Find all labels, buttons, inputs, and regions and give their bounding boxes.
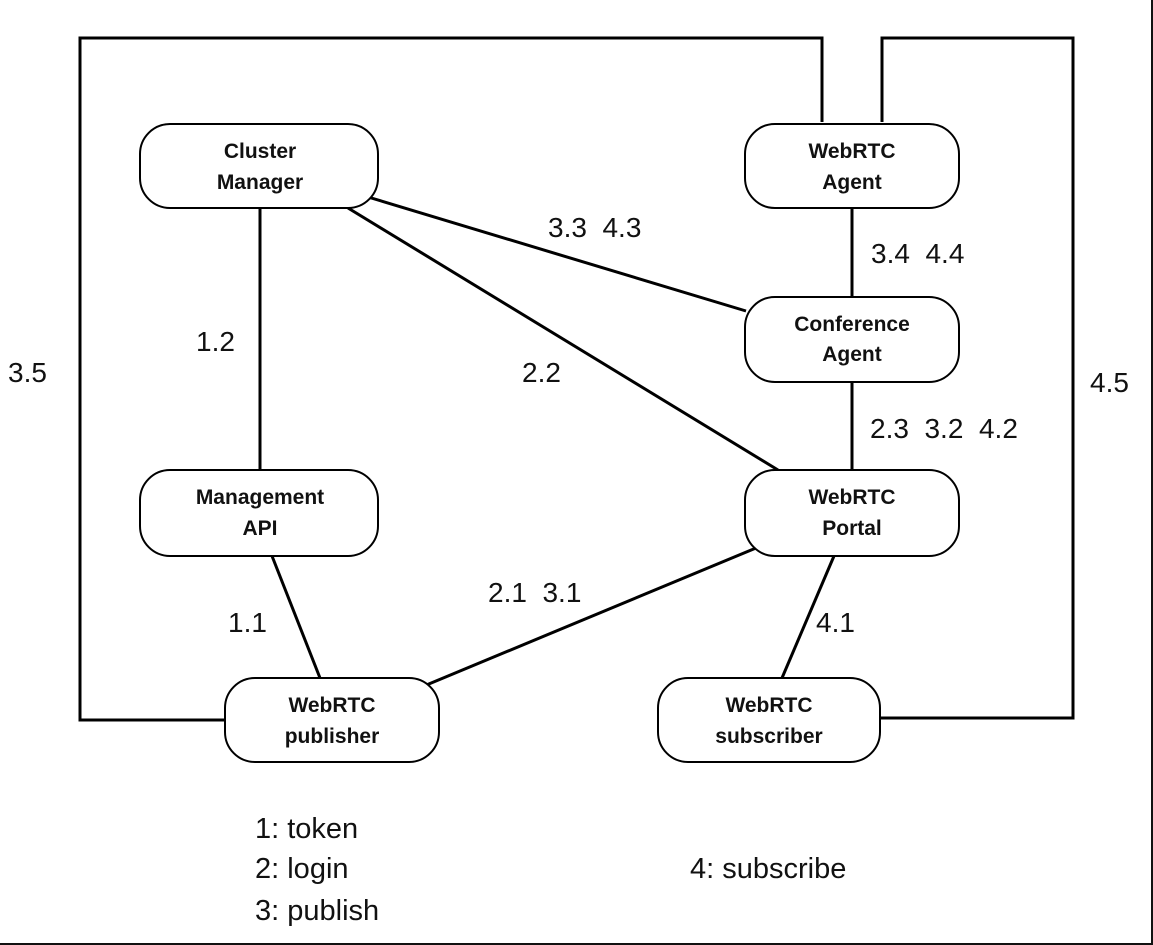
edge-right-loop <box>880 36 1075 720</box>
node-webrtc-subscriber: WebRTC subscriber <box>657 677 881 763</box>
legend-token: 1: token <box>255 813 358 845</box>
node-label: Portal <box>822 517 882 540</box>
node-label: Conference <box>794 313 910 336</box>
edge-portal-sub <box>780 555 836 679</box>
edge-label-portal-sub: 4.1 <box>816 607 855 638</box>
node-label: publisher <box>285 725 380 748</box>
edge-label-conf-portal: 2.3 3.2 4.2 <box>870 413 1018 444</box>
edge-label-agent-conf: 3.4 4.4 <box>871 238 964 269</box>
node-webrtc-publisher: WebRTC publisher <box>224 677 440 763</box>
edge-left-loop <box>78 36 824 722</box>
edge-label-cm-conf: 3.3 4.3 <box>548 212 641 243</box>
edge-cm-conf <box>367 195 747 313</box>
node-label: Cluster <box>224 140 296 163</box>
node-label: WebRTC <box>725 694 812 717</box>
node-webrtc-portal: WebRTC Portal <box>744 469 960 557</box>
node-label: API <box>242 517 277 540</box>
edge-label-cm-portal: 2.2 <box>522 357 561 388</box>
node-label: WebRTC <box>808 140 895 163</box>
legend-login: 2: login <box>255 853 349 885</box>
node-cluster-manager: Cluster Manager <box>139 123 379 209</box>
node-webrtc-agent: WebRTC Agent <box>744 123 960 209</box>
node-label: Agent <box>822 171 882 194</box>
edge-portal-pub <box>423 546 757 688</box>
node-label: WebRTC <box>288 694 375 717</box>
node-label: Manager <box>217 171 303 194</box>
node-management-api: Management API <box>139 469 379 557</box>
node-label: Management <box>196 486 324 509</box>
node-conference-agent: Conference Agent <box>744 296 960 383</box>
edge-api-pub <box>270 555 322 679</box>
edge-label-api-pub: 1.1 <box>228 607 267 638</box>
node-label: WebRTC <box>808 486 895 509</box>
edge-label-portal-pub: 2.1 3.1 <box>488 577 581 608</box>
node-label: Agent <box>822 343 882 366</box>
node-label: subscriber <box>715 725 822 748</box>
legend-publish: 3: publish <box>255 895 379 927</box>
edge-cm-portal <box>347 206 779 472</box>
legend-subscribe: 4: subscribe <box>690 853 846 885</box>
edge-label-right-loop: 4.5 <box>1090 367 1129 398</box>
edge-label-left-loop: 3.5 <box>8 357 47 388</box>
edge-label-cm-api: 1.2 <box>196 326 235 357</box>
